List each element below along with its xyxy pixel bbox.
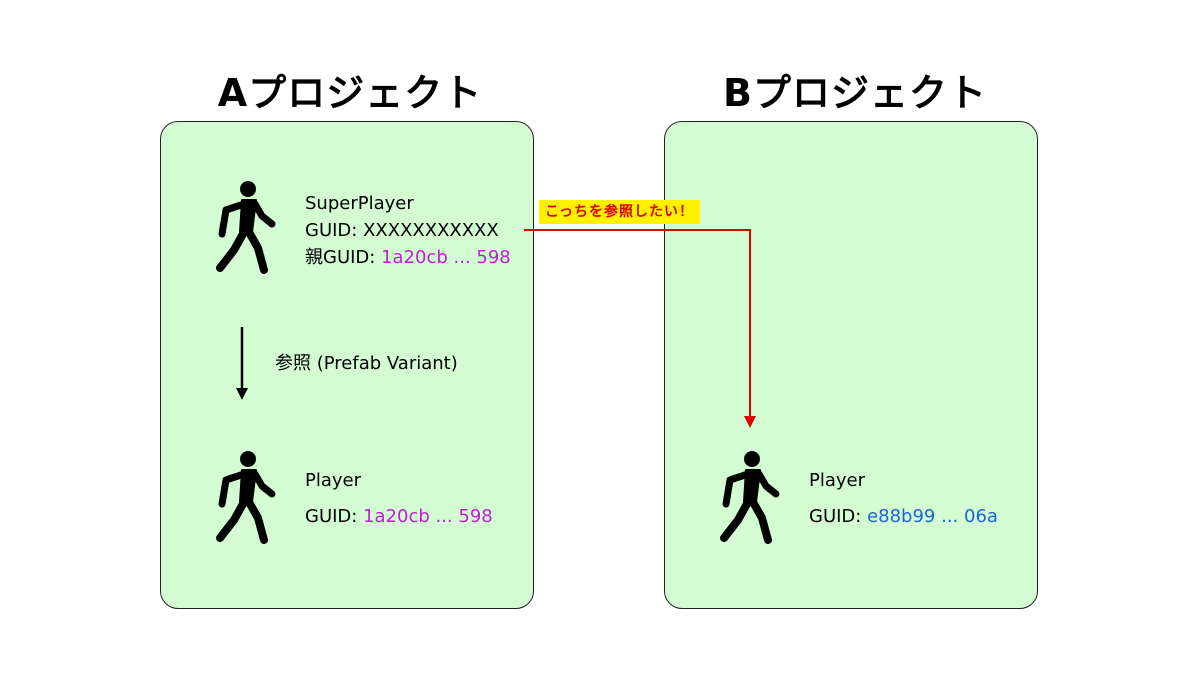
- guid-value: e88b99 ... 06a: [867, 506, 998, 527]
- guid-value: XXXXXXXXXXX: [363, 220, 499, 241]
- superplayer-name: SuperPlayer: [305, 193, 414, 214]
- guid-label: GUID:: [305, 506, 364, 527]
- guid-value: 1a20cb ... 598: [363, 506, 493, 527]
- player-b-name: Player: [809, 470, 866, 491]
- player-a-name: Player: [305, 470, 362, 491]
- desired-reference-arrow: [524, 229, 756, 428]
- guid-label: GUID:: [809, 506, 868, 527]
- superplayer-guid: GUID: XXXXXXXXXXX: [305, 217, 499, 244]
- project-b-panel: [664, 121, 1038, 609]
- project-b-title: Bプロジェクト: [723, 71, 987, 115]
- reference-arrow: [236, 327, 248, 400]
- superplayer-parent-guid: 親GUID: 1a20cb ... 598: [305, 244, 511, 271]
- walking-person-icon: [216, 451, 276, 544]
- parent-guid-value: 1a20cb ... 598: [381, 247, 511, 268]
- project-a-panel: [160, 121, 534, 609]
- walking-person-icon: [720, 451, 780, 544]
- parent-guid-label: 親GUID:: [305, 247, 382, 268]
- callout-label: こっちを参照したい！: [539, 200, 701, 224]
- walking-person-icon: [216, 181, 276, 274]
- player-a-guid: GUID: 1a20cb ... 598: [305, 503, 493, 530]
- reference-label: 参照 (Prefab Variant): [275, 353, 458, 374]
- project-a-title: Aプロジェクト: [217, 71, 483, 115]
- guid-label: GUID:: [305, 220, 364, 241]
- player-b-guid: GUID: e88b99 ... 06a: [809, 503, 998, 530]
